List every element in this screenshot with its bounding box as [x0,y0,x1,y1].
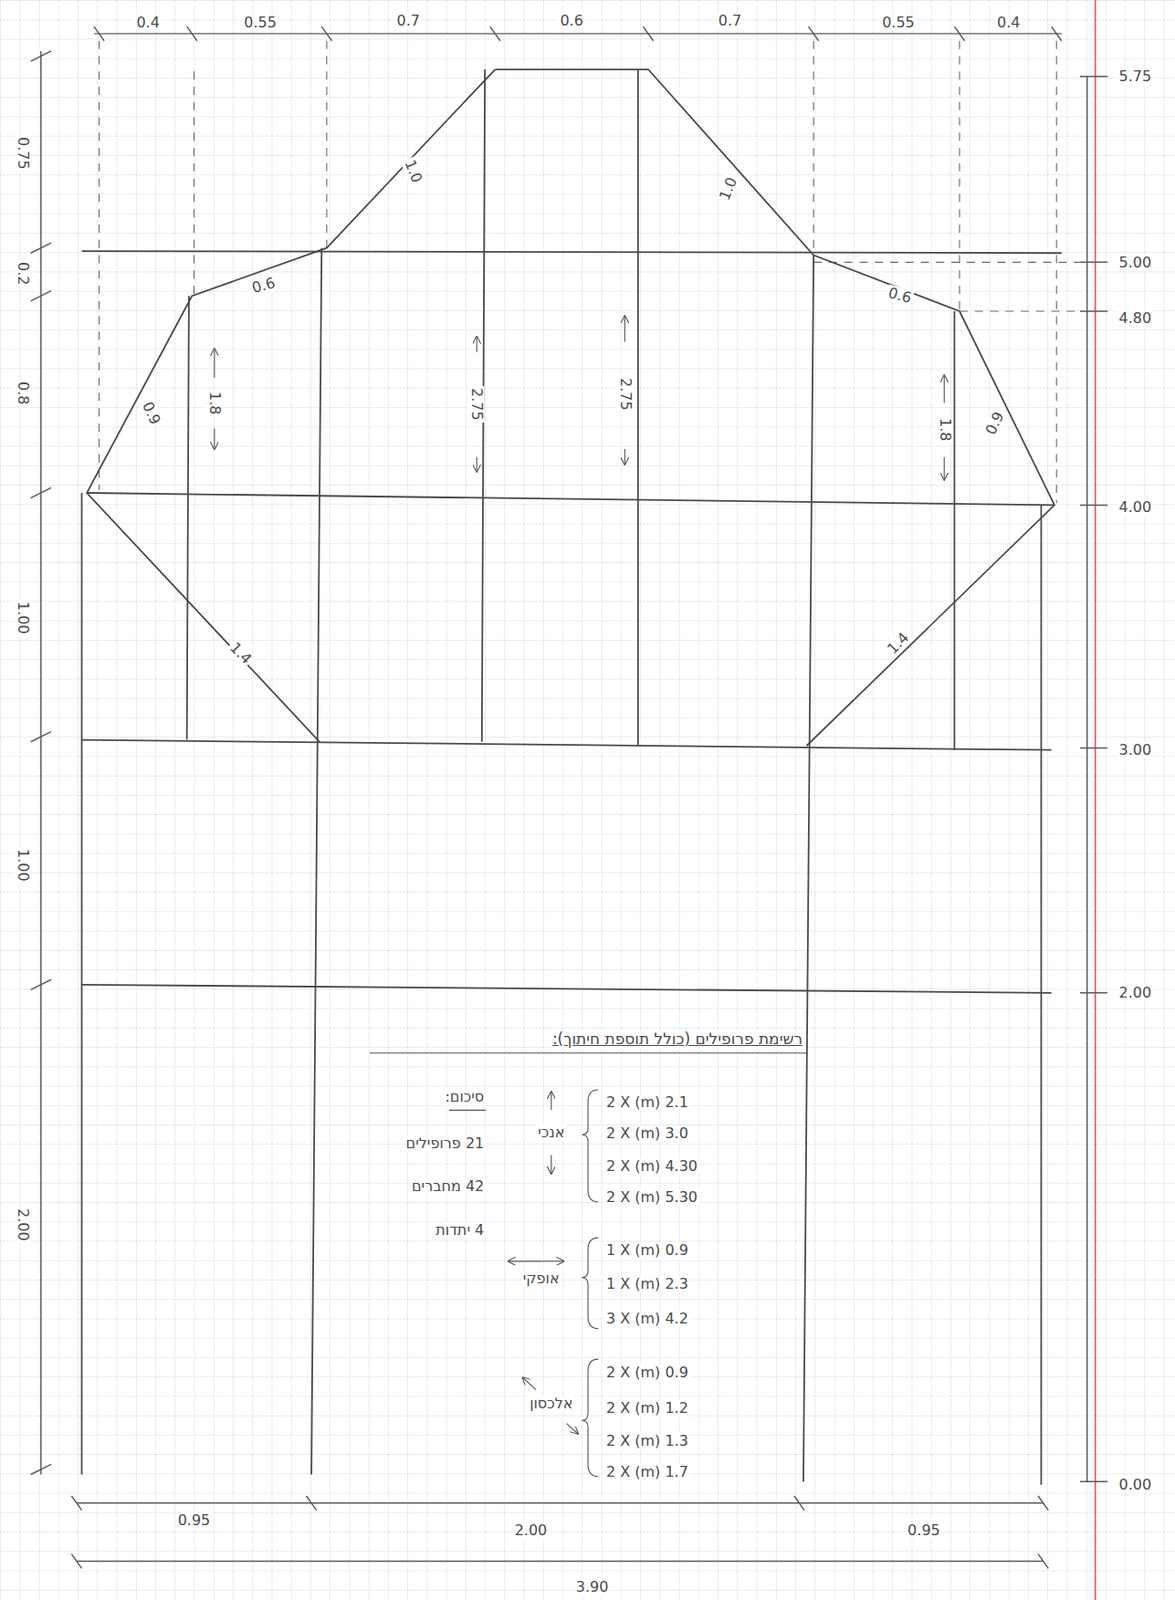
list-row: 3 X (m) 4.2 [604,1311,691,1328]
list-row: 2 X (m) 3.0 [604,1125,691,1143]
list-row: 2 X (m) 0.9 [604,1364,691,1382]
dimension-label: 0.55 [880,14,917,32]
list-row: 2 X (m) 1.7 [604,1464,691,1481]
note-text: אנכי [535,1124,567,1142]
member-length: 1.0 [400,156,426,188]
member-length: 1.0 [715,173,741,205]
dimension-label: 2.00 [1117,985,1155,1002]
dimension-label: 0.00 [1117,1477,1155,1494]
member-length: 0.9 [982,408,1008,440]
list-row: 1 X (m) 2.3 [604,1276,691,1293]
member-length: 2.75 [468,386,485,423]
list-row: 2 X (m) 2.1 [604,1094,691,1112]
list-row: 1 X (m) 0.9 [604,1242,691,1259]
note-text: 21 פרופילים [404,1135,487,1153]
note-text: 42 מחברים [409,1178,486,1196]
dimension-label: 0.95 [176,1512,213,1530]
dimension-label: 0.4 [995,14,1022,32]
dimension-label: 0.95 [905,1522,943,1540]
list-row: 2 X (m) 1.2 [604,1400,691,1417]
dimension-label: 2.00 [513,1522,550,1540]
member-length: 1.4 [225,638,256,669]
dimension-label: 3.90 [574,1579,611,1596]
note-text: 4 יתדות [433,1222,486,1239]
note-text: סיכום: [442,1089,486,1106]
dimension-label: 0.4 [134,14,161,32]
dimension-label: 0.2 [14,260,32,287]
member-length: 1.8 [935,416,953,443]
member-length: 0.9 [137,398,164,430]
dimension-label: 0.55 [241,14,279,32]
list-row: 2 X (m) 4.30 [604,1158,700,1175]
dimension-label: 1.00 [14,847,32,884]
dimension-label: 0.6 [557,12,585,30]
member-length: 1.8 [206,389,223,417]
dimension-label: 3.00 [1117,742,1155,759]
member-length: 2.75 [617,376,634,413]
dimension-label: 5.00 [1117,254,1155,272]
member-length: 0.6 [885,284,916,308]
member-length: 0.6 [248,274,279,298]
dimension-label: 4.00 [1117,499,1155,516]
list-heading: רשימת פרופילים (כולל תוספת חיתוך): [550,1030,805,1049]
dimension-label: 5.75 [1117,68,1155,85]
member-length: 1.4 [882,628,913,659]
dimension-label: 2.00 [14,1206,32,1244]
note-text: אלכסון [527,1395,575,1413]
list-row: 2 X (m) 5.30 [604,1189,700,1207]
note-text: אופקי [521,1270,562,1288]
dimension-label: 0.75 [14,135,32,172]
dimension-label: 0.8 [14,379,32,407]
dimension-label: 4.80 [1117,310,1155,327]
dimension-label: 0.7 [395,12,422,30]
list-row: 2 X (m) 1.3 [604,1433,691,1450]
dimension-label: 1.00 [14,599,32,637]
dimension-label: 0.7 [716,12,744,30]
